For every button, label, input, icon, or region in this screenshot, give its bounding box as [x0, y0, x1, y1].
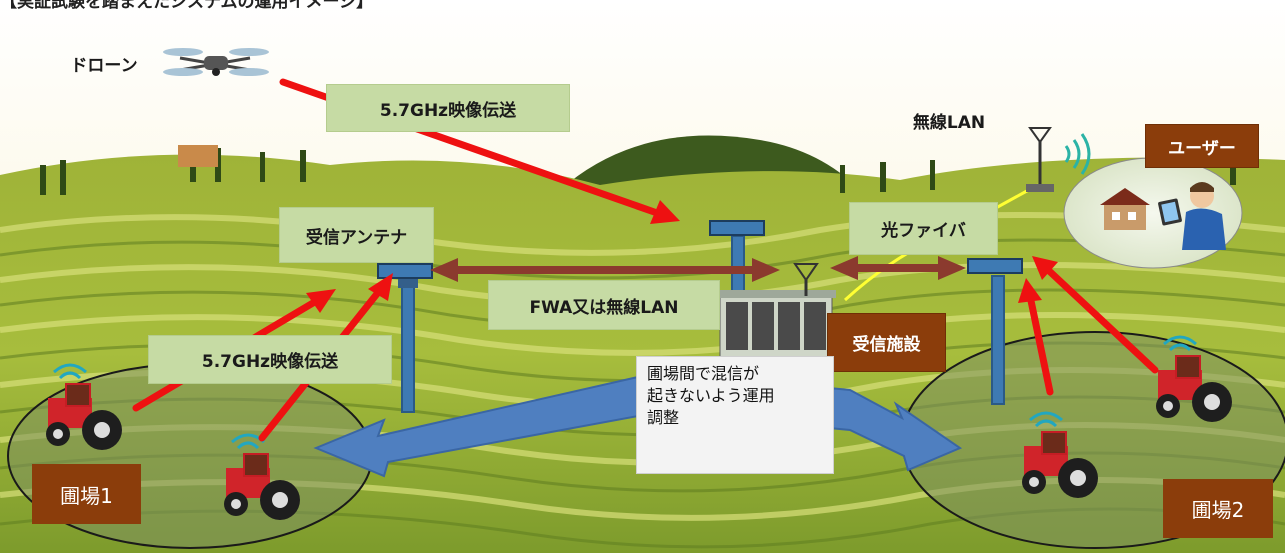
tractor-icon: [1022, 411, 1098, 498]
field1-label: 圃場1: [32, 464, 141, 524]
farmhouse-icon: [1100, 188, 1150, 230]
wireless-lan-antenna: [1026, 127, 1054, 192]
fiber-link-arrow: [830, 256, 966, 280]
fwa-label: FWA又は無線LAN: [488, 280, 720, 330]
wireless-lan-label: 無線LAN: [912, 112, 986, 133]
interference-note: 圃場間で混信が 起きないよう運用 調整: [636, 356, 834, 474]
field2-label: 圃場2: [1163, 479, 1273, 538]
antenna-tower-right: [967, 258, 1023, 405]
video-transmission-label-top: 5.7GHz映像伝送: [326, 84, 570, 132]
user-label: ユーザー: [1145, 124, 1259, 168]
wifi-waves-icon: [1064, 133, 1091, 175]
receive-facility-label: 受信施設: [827, 313, 946, 372]
tractor-icon: [1156, 335, 1232, 422]
video-transmission-label-left: 5.7GHz映像伝送: [148, 335, 392, 384]
tractor-icon: [224, 433, 300, 520]
fwa-link-arrow: [430, 258, 780, 282]
tractor-icon: [46, 363, 122, 450]
receive-antenna-label: 受信アンテナ: [279, 207, 434, 263]
drone-label: ドローン: [70, 55, 138, 76]
user-person-icon: [1158, 182, 1226, 250]
page-title: 【実証試験を踏まえたシステムの運用イメージ】: [0, 0, 374, 12]
drone-icon: [163, 48, 269, 76]
optical-fiber-label: 光ファイバ: [849, 202, 998, 255]
receive-facility-building: [716, 263, 836, 358]
antenna-tower-left: [377, 263, 433, 413]
